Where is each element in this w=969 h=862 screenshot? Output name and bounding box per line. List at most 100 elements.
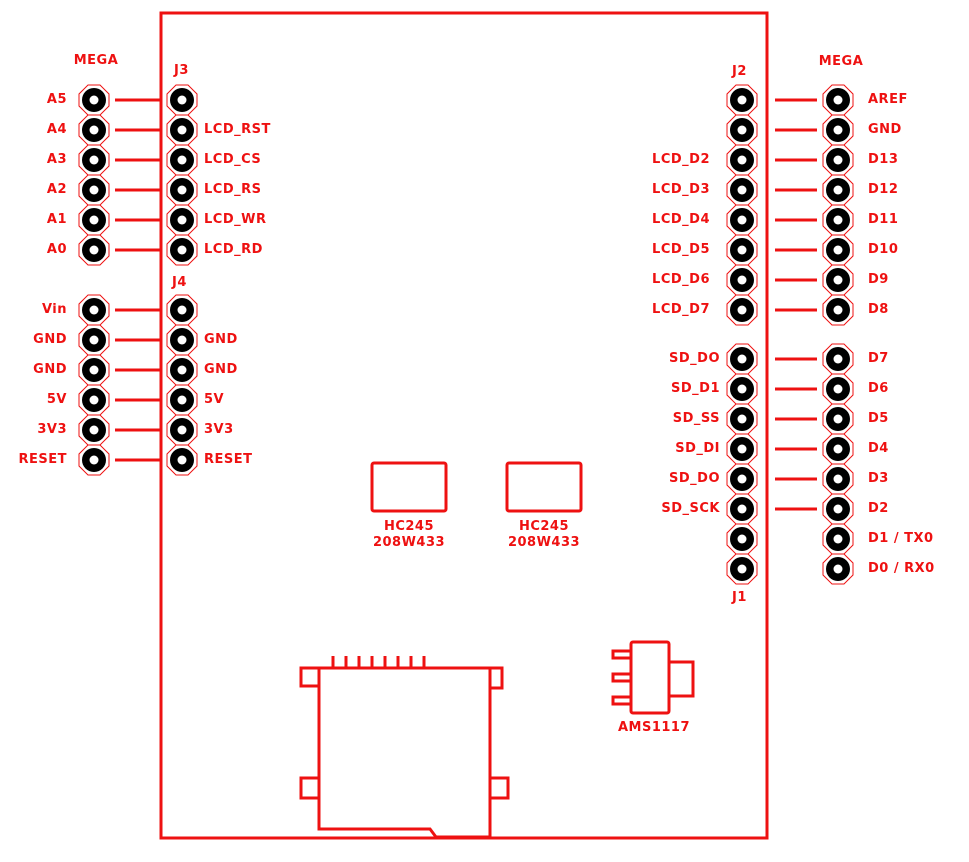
j4-pin-4	[166, 384, 198, 416]
j3-pin-label: LCD_RST	[204, 122, 271, 137]
mega-pin-label: RESET	[18, 452, 67, 467]
j1-pin-label: SD_D1	[671, 381, 720, 396]
mega-pin-a3	[78, 144, 110, 176]
mega-pin-label: D10	[868, 242, 899, 257]
j2-pin-5	[726, 204, 758, 236]
mega-pin-d8	[822, 294, 854, 326]
mega-pin-a5	[78, 84, 110, 116]
mega-pin-label: D12	[868, 182, 899, 197]
mega-pin-label: D0 / RX0	[868, 561, 935, 576]
ams1117-label: AMS1117	[617, 720, 691, 735]
j3-pin-label: LCD_RS	[204, 182, 262, 197]
mega-pin-label: D13	[868, 152, 899, 167]
mega-pin-a4	[78, 114, 110, 146]
j2-pin-4	[726, 174, 758, 206]
j3-pin-5	[166, 204, 198, 236]
mega-pin-gnd	[78, 324, 110, 356]
mega-pin-d6	[822, 373, 854, 405]
j4-pin-3	[166, 354, 198, 386]
j1-pin-1	[726, 343, 758, 375]
hc245-chip-2	[505, 461, 583, 513]
j1-pin-label: SD_SCK	[661, 501, 720, 516]
j1-pin-label: SD_SS	[672, 411, 720, 426]
j2-pin-1	[726, 84, 758, 116]
j1-pin-label: SD_DO	[669, 351, 720, 366]
j1-pin-2	[726, 373, 758, 405]
j2-pin-label: LCD_D5	[652, 242, 710, 257]
j2-pin-label: LCD_D7	[652, 302, 710, 317]
j1-label: J1	[732, 590, 747, 605]
mega-pin-5v	[78, 384, 110, 416]
j3-pin-3	[166, 144, 198, 176]
j4-pin-2	[166, 324, 198, 356]
j1-pin-6	[726, 493, 758, 525]
mega-pin-label: D4	[868, 441, 889, 456]
j4-pin-5	[166, 414, 198, 446]
mega-pin-vin	[78, 294, 110, 326]
j2-pin-6	[726, 234, 758, 266]
mega-pin-d1-tx0	[822, 523, 854, 555]
mega-pin-3v3	[78, 414, 110, 446]
hc245-chip-1	[370, 461, 448, 513]
mega-pin-d3	[822, 463, 854, 495]
j1-pin-4	[726, 433, 758, 465]
j2-pin-8	[726, 294, 758, 326]
mega-pin-aref	[822, 84, 854, 116]
mega-pin-label: A2	[46, 182, 67, 197]
j2-pin-label: LCD_D2	[652, 152, 710, 167]
j3-pin-label: LCD_RD	[204, 242, 263, 257]
mega-pin-label: GND	[33, 362, 67, 377]
j3-pin-2	[166, 114, 198, 146]
mega-pin-a2	[78, 174, 110, 206]
j4-pin-label: 5V	[204, 392, 225, 407]
mega-pin-label: GND	[868, 122, 902, 137]
hc245-1-label-line1: HC245	[383, 519, 435, 534]
mega-pin-d13	[822, 144, 854, 176]
mega-pin-label: D1 / TX0	[868, 531, 934, 546]
j4-label: J4	[172, 275, 187, 290]
mega-pin-label: A1	[46, 212, 67, 227]
mega-pin-label: D5	[868, 411, 889, 426]
mega-pin-label: Vin	[41, 302, 67, 317]
mega-pin-d11	[822, 204, 854, 236]
hc245-2-label-line1: HC245	[518, 519, 570, 534]
mega-pin-d9	[822, 264, 854, 296]
j3-pin-6	[166, 234, 198, 266]
mega-pin-label: D11	[868, 212, 899, 227]
j2-pin-7	[726, 264, 758, 296]
mega-label-right: MEGA	[818, 54, 864, 69]
j3-pin-label: LCD_WR	[204, 212, 267, 227]
j1-pin-8	[726, 553, 758, 585]
mega-pin-d7	[822, 343, 854, 375]
mega-pin-d12	[822, 174, 854, 206]
j1-pin-7	[726, 523, 758, 555]
j1-pin-label: SD_DI	[675, 441, 720, 456]
hc245-2-label-line2: 208W433	[507, 535, 581, 550]
j4-pin-label: GND	[204, 332, 238, 347]
j2-label: J2	[732, 64, 747, 79]
j2-pin-label: LCD_D6	[652, 272, 710, 287]
j4-pin-label: RESET	[204, 452, 253, 467]
j2-pin-label: LCD_D3	[652, 182, 710, 197]
mega-pin-label: D6	[868, 381, 889, 396]
j3-label: J3	[174, 63, 189, 78]
mega-pin-label: 3V3	[37, 422, 67, 437]
mega-pin-label: A5	[46, 92, 67, 107]
mega-pin-label: D7	[868, 351, 889, 366]
j1-pin-label: SD_DO	[669, 471, 720, 486]
mega-pin-d4	[822, 433, 854, 465]
mega-pin-gnd	[78, 354, 110, 386]
j4-pin-6	[166, 444, 198, 476]
j3-pin-label: LCD_CS	[204, 152, 262, 167]
mega-pin-d2	[822, 493, 854, 525]
mega-label-left: MEGA	[73, 53, 119, 68]
mega-pin-label: D3	[868, 471, 889, 486]
mega-pin-label: A0	[46, 242, 67, 257]
mega-pin-label: A3	[46, 152, 67, 167]
mega-pin-reset	[78, 444, 110, 476]
hc245-1-label-line2: 208W433	[372, 535, 446, 550]
mega-pin-label: A4	[46, 122, 67, 137]
j2-pin-3	[726, 144, 758, 176]
mega-pin-label: D9	[868, 272, 889, 287]
j2-pin-label: LCD_D4	[652, 212, 710, 227]
